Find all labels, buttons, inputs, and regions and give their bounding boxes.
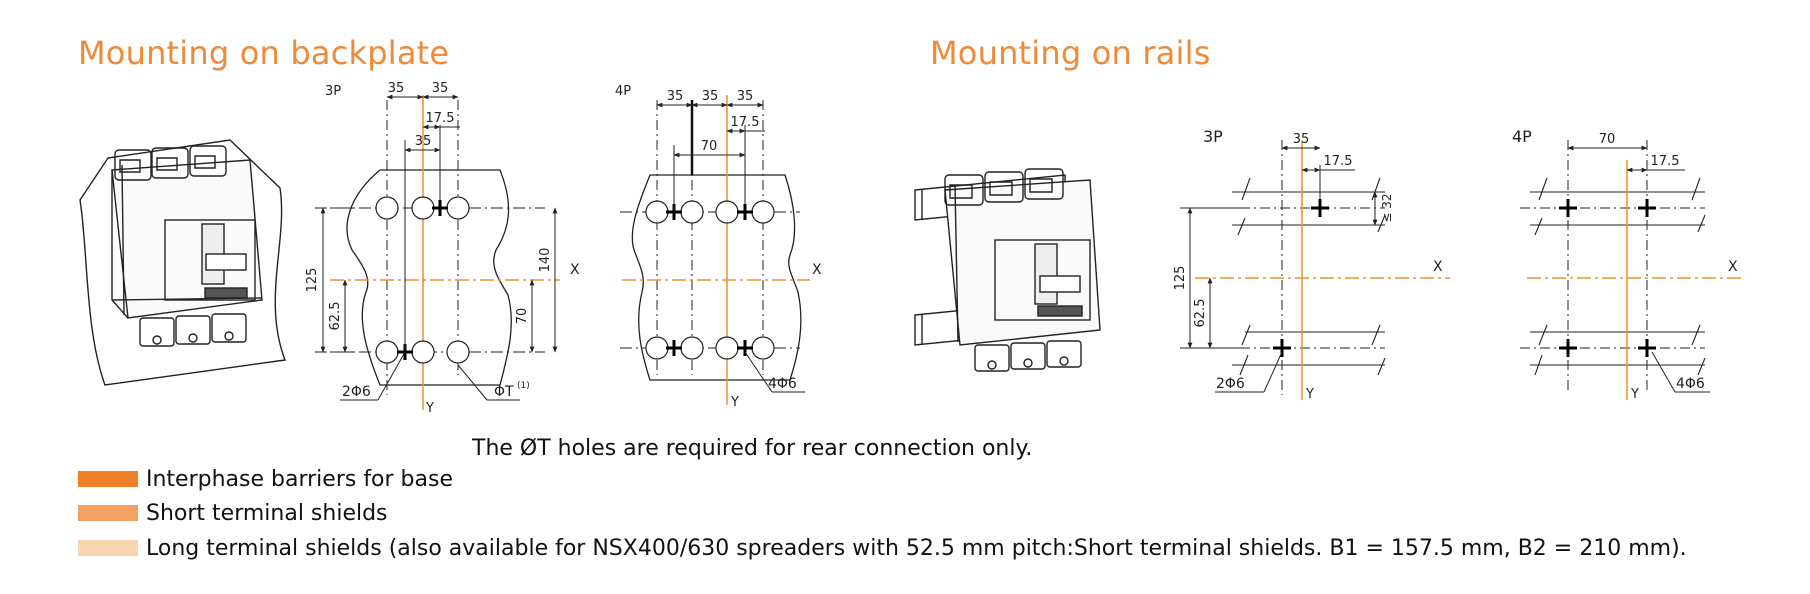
- dim-17-5: 17.5: [1324, 154, 1353, 169]
- heading-mounting-rails: Mounting on rails: [930, 34, 1211, 72]
- dim-35-b: 35: [702, 89, 719, 104]
- breaker-illustration-rails: [914, 168, 1101, 372]
- pole-label: 4P: [615, 84, 631, 99]
- dim-125: 125: [305, 268, 320, 293]
- dim-35: 35: [1293, 132, 1310, 147]
- hole-label-2phi6: 2Φ6: [342, 384, 371, 400]
- heading-mounting-backplate: Mounting on backplate: [78, 34, 450, 72]
- dim-17-5: 17.5: [1651, 154, 1680, 169]
- dim-62-5: 62.5: [328, 302, 343, 331]
- dim-17-5: 17.5: [731, 115, 760, 130]
- axis-x-label: X: [812, 262, 822, 278]
- axis-x-label: X: [1433, 259, 1443, 275]
- rear-connection-note: The ØT holes are required for rear conne…: [472, 436, 1033, 461]
- hole-label-phiT: ΦT: [494, 384, 514, 400]
- axis-y-label: Y: [1630, 387, 1639, 402]
- legend-swatch: [78, 471, 138, 487]
- dim-125: 125: [1173, 266, 1188, 291]
- axis-y-label: Y: [1305, 387, 1314, 402]
- legend-label: Long terminal shields (also available fo…: [146, 535, 1687, 561]
- diagram-backplate-3p: 3P: [305, 81, 580, 416]
- footnote-marker: (1): [517, 381, 530, 391]
- pole-label: 3P: [1203, 127, 1223, 146]
- pole-label: 3P: [325, 84, 341, 99]
- dim-17-5: 17.5: [426, 111, 455, 126]
- legend-label: Short terminal shields: [146, 500, 388, 526]
- diagram-backplate-4p: 4P: [615, 84, 822, 410]
- legend-item-long-terminal-shields: Long terminal shields (also available fo…: [78, 535, 1687, 561]
- dim-62-5: 62.5: [1193, 299, 1208, 328]
- legend-swatch: [78, 540, 138, 556]
- dim-140: 140: [538, 248, 553, 273]
- dim-le-32: ≤ 32: [1380, 193, 1394, 222]
- dim-70: 70: [515, 308, 530, 325]
- dim-35-a: 35: [667, 89, 684, 104]
- axis-x-label: X: [1728, 259, 1738, 275]
- hole-label-4phi6: 4Φ6: [768, 376, 797, 392]
- legend-item-interphase-barriers: Interphase barriers for base: [78, 466, 453, 492]
- diagram-rails-4p: 4P: [1512, 127, 1745, 402]
- hole-label-4phi6: 4Φ6: [1676, 376, 1705, 392]
- legend-label: Interphase barriers for base: [146, 466, 454, 492]
- diagram-rails-3p: 3P: [1173, 127, 1450, 402]
- axis-y-label: Y: [425, 401, 434, 416]
- legend-swatch: [78, 505, 138, 521]
- pole-label: 4P: [1512, 127, 1532, 146]
- dim-35-c: 35: [737, 89, 754, 104]
- axis-y-label: Y: [730, 395, 739, 410]
- breaker-illustration-backplate: [79, 139, 286, 386]
- axis-x-label: X: [570, 262, 580, 278]
- legend-item-short-terminal-shields: Short terminal shields: [78, 500, 388, 526]
- dim-35-a: 35: [388, 81, 405, 96]
- hole-label-2phi6: 2Φ6: [1216, 376, 1245, 392]
- dim-35-c: 35: [415, 134, 432, 149]
- dim-70: 70: [701, 139, 718, 154]
- dim-70: 70: [1599, 132, 1616, 147]
- dim-35-b: 35: [432, 81, 449, 96]
